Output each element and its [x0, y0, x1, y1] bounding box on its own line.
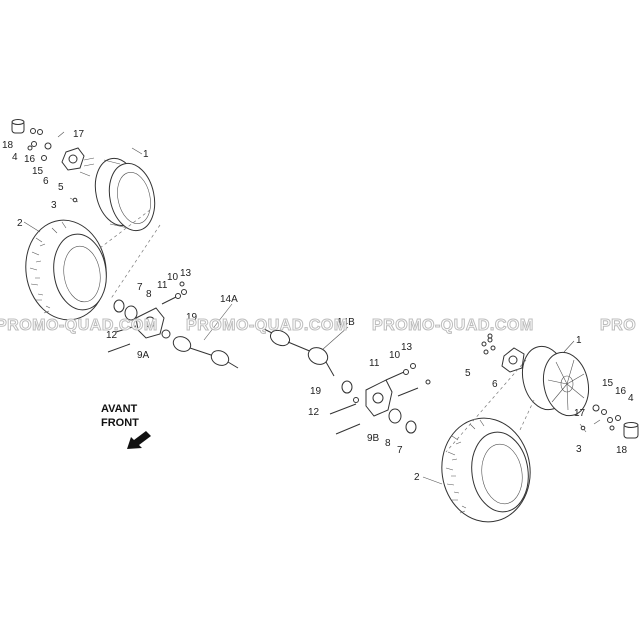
- label-left-16: 16: [24, 154, 36, 165]
- right-tire-2: [441, 417, 531, 523]
- right-bearing-8-circlip-7: [388, 408, 417, 434]
- left-hub-6: [61, 147, 95, 177]
- label-right-11: 11: [369, 358, 380, 369]
- right-bolt-12: [329, 397, 361, 435]
- label-left-7: 7: [137, 282, 143, 293]
- right-valve-3: [579, 423, 587, 433]
- label-right-12: 12: [308, 407, 320, 418]
- leader-left-2: [23, 221, 41, 233]
- label-left-5: 5: [58, 182, 64, 193]
- right-hub-hardware: [592, 404, 621, 431]
- label-right-4: 4: [628, 393, 634, 404]
- label-right-8: 8: [385, 438, 391, 449]
- left-cap-18: [11, 119, 25, 134]
- label-left-10: 10: [167, 272, 179, 283]
- left-bearing-7-8: [113, 299, 138, 321]
- right-studs-5: [481, 333, 496, 355]
- label-right-1: 1: [576, 335, 582, 346]
- label-left-1: 1: [143, 149, 149, 160]
- label-left-17: 17: [73, 129, 85, 140]
- watermark-2: PROMO-QUAD.COM: [186, 317, 348, 334]
- label-left-3: 3: [51, 200, 57, 211]
- label-right-3: 3: [576, 444, 582, 455]
- label-right-5: 5: [465, 368, 471, 379]
- leader-left-1: [131, 147, 143, 155]
- label-right-6: 6: [492, 379, 498, 390]
- left-bolts-10-11-13: [161, 281, 187, 305]
- leader-right-1: [563, 340, 575, 353]
- label-right-15: 15: [602, 378, 614, 389]
- leader-left-14A: [203, 303, 233, 341]
- direction-label-avant: AVANT: [101, 403, 138, 415]
- leader-right-14B: [321, 326, 349, 351]
- left-rim-1: [94, 157, 156, 232]
- direction-indicator: AVANT FRONT: [101, 403, 151, 449]
- left-knuckle-9A: [135, 307, 165, 339]
- label-left-4: 4: [12, 152, 18, 163]
- label-right-9B: 9B: [367, 433, 380, 444]
- label-left-13: 13: [180, 268, 192, 279]
- left-valve-3: [69, 197, 79, 203]
- label-left-14A: 14A: [220, 294, 238, 305]
- right-rim-1: [521, 345, 590, 417]
- label-right-7: 7: [397, 445, 403, 456]
- label-right-19: 19: [310, 386, 322, 397]
- watermark-row: PROMO-QUAD.COM PROMO-QUAD.COM PROMO-QUAD…: [0, 317, 636, 335]
- left-projection-rim: [109, 224, 161, 301]
- left-wheel-assembly: 18 4 16 15 6 5 17 1 3 2 7 8 11 10 13 14A…: [2, 119, 239, 369]
- label-right-2: 2: [414, 472, 420, 483]
- left-driveshaft-14A: [161, 329, 239, 369]
- label-left-2: 2: [17, 218, 23, 229]
- left-tire-2: [25, 219, 107, 321]
- leader-right-2: [422, 476, 443, 485]
- right-hub-6: [501, 347, 525, 373]
- label-right-10: 10: [389, 350, 401, 361]
- right-wheel-assembly: 14B 13 10 11 19 12 9B 8 7 5 6 1 15 16 4 …: [261, 317, 639, 523]
- watermark-3: PROMO-QUAD.COM: [372, 317, 534, 334]
- label-right-13: 13: [401, 342, 413, 353]
- front-arrow-icon: [127, 431, 151, 449]
- label-left-15: 15: [32, 166, 44, 177]
- right-knuckle-9B: [365, 379, 393, 417]
- label-left-6: 6: [43, 176, 49, 187]
- label-left-8: 8: [146, 289, 152, 300]
- right-cap-18: [623, 422, 639, 439]
- watermark-1: PROMO-QUAD.COM: [0, 317, 158, 334]
- label-right-18: 18: [616, 445, 628, 456]
- right-driveshaft-14B: [261, 327, 335, 377]
- label-left-12: 12: [106, 330, 118, 341]
- right-projection-rim: [445, 359, 527, 453]
- left-bolt-12: [107, 325, 137, 353]
- label-right-16: 16: [615, 386, 627, 397]
- right-projection-tire: [519, 399, 535, 431]
- left-hub-hardware: [27, 128, 65, 161]
- watermark-4: PRO: [600, 317, 636, 334]
- right-seal-19: [341, 380, 353, 394]
- label-right-14B: 14B: [337, 317, 355, 328]
- label-left-11: 11: [157, 280, 168, 291]
- left-projection-tire: [99, 209, 151, 249]
- label-right-17: 17: [574, 408, 586, 419]
- label-left-9A: 9A: [137, 350, 150, 361]
- label-left-19: 19: [186, 312, 198, 323]
- direction-label-front: FRONT: [101, 417, 139, 429]
- right-bolts-10-11-13: [385, 363, 431, 397]
- label-left-18: 18: [2, 140, 14, 151]
